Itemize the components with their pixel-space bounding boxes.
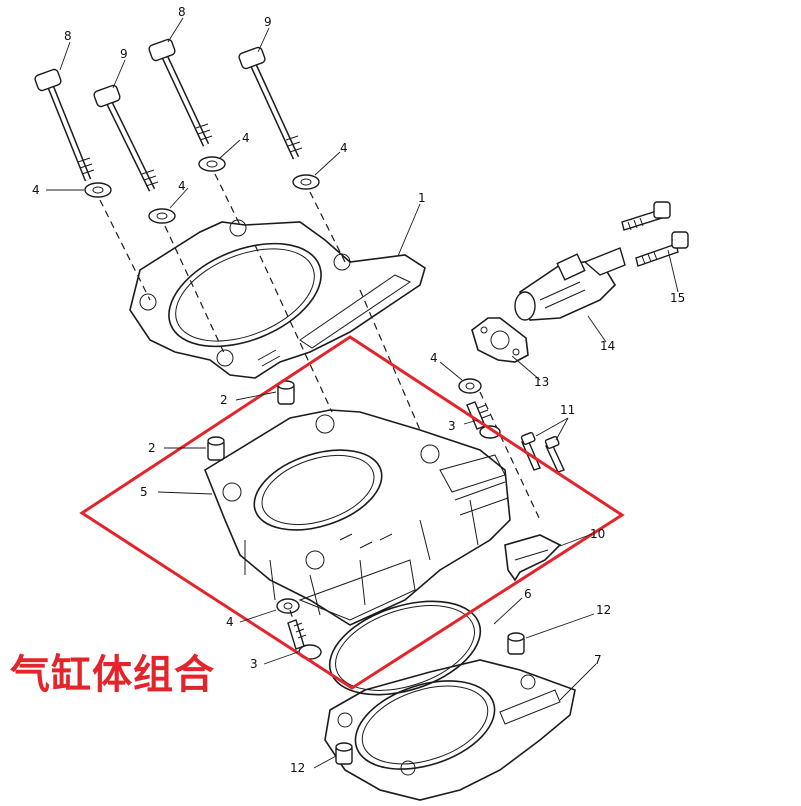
highlight-frame (79, 335, 625, 690)
callout-4: 4 (178, 179, 186, 193)
callout-8: 8 (178, 5, 186, 19)
lower-gasket-7 (324, 659, 576, 801)
cylinder-block (204, 409, 511, 626)
leader-lines (46, 17, 679, 769)
tensioner-gasket-13 (471, 317, 529, 363)
callout-9: 9 (264, 15, 272, 29)
callout-numbers: 8 9 8 9 4 4 4 4 1 2 2 5 4 3 11 13 14 15 … (32, 5, 685, 775)
callout-15: 15 (670, 291, 685, 305)
assembly-lines (99, 173, 541, 641)
callout-3: 3 (448, 419, 456, 433)
head-bolt-8-right (148, 38, 213, 147)
callout-4: 4 (340, 141, 348, 155)
callout-12: 12 (596, 603, 611, 617)
callout-14: 14 (600, 339, 615, 353)
cylinder-head-gasket (129, 219, 426, 379)
callout-2: 2 (148, 441, 156, 455)
washer-4 (84, 156, 482, 614)
callout-5: 5 (140, 485, 148, 499)
head-bolt-8-left (34, 68, 95, 182)
stud-bolt-3 (287, 401, 501, 660)
callout-11: 11 (560, 403, 575, 417)
callout-4: 4 (242, 131, 250, 145)
callout-7: 7 (594, 653, 602, 667)
callout-4: 4 (430, 351, 438, 365)
callout-1: 1 (418, 191, 426, 205)
callout-4: 4 (32, 183, 40, 197)
callout-8: 8 (64, 29, 72, 43)
head-bolt-9-left (93, 84, 159, 192)
callout-6: 6 (524, 587, 532, 601)
tensioner-bracket-10 (504, 534, 562, 582)
dowel-pin-2 (207, 380, 295, 461)
cam-chain-tensioner-14 (514, 247, 626, 321)
callout-2: 2 (220, 393, 228, 407)
dowel-pin-12 (335, 632, 525, 765)
bolt-15 (621, 201, 689, 267)
callout-12: 12 (290, 761, 305, 775)
callout-10: 10 (590, 527, 605, 541)
callout-9: 9 (120, 47, 128, 61)
callout-3: 3 (250, 657, 258, 671)
callout-13: 13 (534, 375, 549, 389)
assembly-caption: 气缸体组合 (10, 652, 215, 698)
callout-4: 4 (226, 615, 234, 629)
head-bolt-9-right (238, 46, 303, 160)
cylinder-base-gasket-6 (328, 600, 482, 696)
